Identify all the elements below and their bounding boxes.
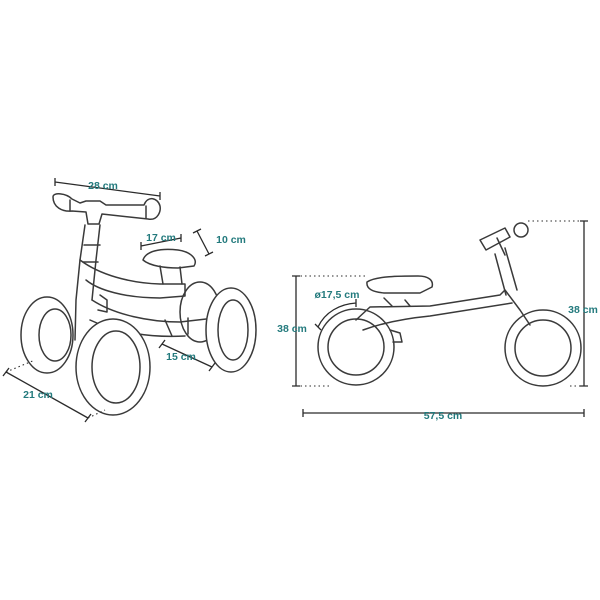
side-front-wheel xyxy=(504,309,582,387)
wheel-gap-label: 15 cm xyxy=(166,351,196,363)
bike-perspective-view xyxy=(20,193,257,416)
bike-side-view xyxy=(317,222,582,387)
seat-length-label: 17 cm xyxy=(146,232,176,244)
rear-left-wheel xyxy=(20,296,74,374)
wheel-diameter-arc xyxy=(314,299,357,331)
labels: 28 cm 17 cm 10 cm 15 cm 21 cm ø17,5 cm 3… xyxy=(23,180,598,422)
depth-label: 21 cm xyxy=(23,389,53,401)
seat xyxy=(142,248,196,285)
wheel-diameter-label: ø17,5 cm xyxy=(315,289,360,301)
seat-length-dimension-line xyxy=(140,234,182,250)
side-seat xyxy=(366,275,434,294)
seat-height-dimension-line xyxy=(292,275,300,387)
side-handlebar xyxy=(479,222,529,256)
total-height-guide-line xyxy=(528,220,584,387)
seat-height-side-label: 38 cm xyxy=(277,323,307,335)
total-height-label: 38 cm xyxy=(568,304,598,316)
side-frame xyxy=(355,247,531,343)
side-rear-wheel xyxy=(317,308,395,386)
dimension-lines-side xyxy=(292,220,588,417)
width-label: 28 cm xyxy=(88,180,118,192)
front-left-wheel xyxy=(75,318,151,416)
length-label: 57,5 cm xyxy=(424,410,463,422)
seat-height-label: 10 cm xyxy=(216,234,246,246)
seat-height-dimension-line xyxy=(192,228,214,257)
width-dimension-line xyxy=(54,178,161,200)
dimension-lines-perspective xyxy=(2,178,216,423)
handlebar xyxy=(52,193,161,225)
total-height-dimension-line xyxy=(580,220,588,387)
length-dimension-line xyxy=(302,409,585,417)
depth-guide-line xyxy=(5,359,106,419)
front-right-wheel xyxy=(205,287,257,373)
seat-height-guide-line xyxy=(296,275,366,387)
wheel-gap-dimension-line xyxy=(158,339,216,372)
